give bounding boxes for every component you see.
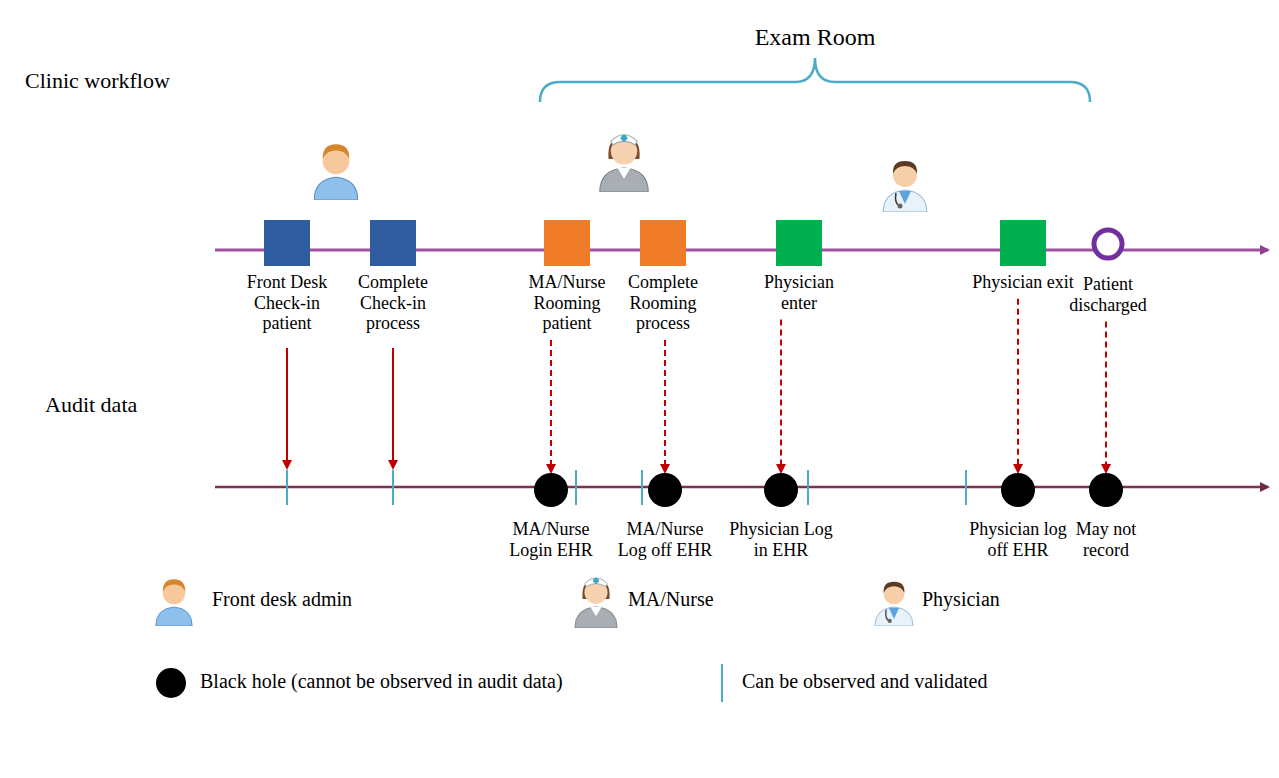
lane-label: Clinic workflow	[25, 68, 170, 94]
legend-text: MA/Nurse	[628, 588, 714, 611]
physician-icon	[883, 161, 927, 212]
step-label: Complete Rooming process	[608, 272, 718, 334]
black-hole-dot	[534, 473, 568, 507]
workflow-step: Complete Check-in process	[338, 220, 448, 334]
exam-room-bracket	[540, 58, 1090, 102]
audit-label: Physician log off EHR	[963, 519, 1073, 560]
audit-label: MA/Nurse Log off EHR	[610, 519, 720, 560]
black-hole-dot	[1089, 473, 1123, 507]
audit-label: MA/Nurse Login EHR	[496, 519, 606, 560]
workflow-step: Patient discharged	[1053, 226, 1163, 315]
step-label: Physician enter	[744, 272, 854, 313]
black-hole-dot	[648, 473, 682, 507]
audit-label: Physician Log in EHR	[726, 519, 836, 560]
dashed-audit-arrow	[1105, 321, 1107, 472]
discharge-ring	[1090, 226, 1126, 262]
audit-label: May not record	[1051, 519, 1161, 560]
audit-arrow	[392, 348, 394, 468]
dashed-audit-arrow	[550, 340, 552, 472]
step-label: Complete Check-in process	[338, 272, 448, 334]
step-square	[544, 220, 590, 266]
legend-text: Black hole (cannot be observed in audit …	[200, 670, 563, 693]
bracket-label: Exam Room	[755, 24, 876, 51]
admin-icon	[156, 579, 192, 626]
nurse-icon	[600, 135, 648, 192]
workflow-step: Front Desk Check-in patient	[232, 220, 342, 334]
step-square	[370, 220, 416, 266]
black-hole-dot	[1001, 473, 1035, 507]
discharge-ring	[1094, 230, 1122, 258]
physician-icon	[875, 582, 913, 626]
step-square	[640, 220, 686, 266]
audit-event: May not record	[1051, 473, 1161, 560]
step-square	[776, 220, 822, 266]
audit-event: MA/Nurse Log off EHR	[610, 473, 720, 560]
audit-event: Physician log off EHR	[963, 473, 1073, 560]
nurse-icon	[575, 578, 617, 628]
step-label: MA/Nurse Rooming patient	[512, 272, 622, 334]
step-square	[1000, 220, 1046, 266]
step-square	[264, 220, 310, 266]
workflow-step: MA/Nurse Rooming patient	[512, 220, 622, 334]
lane-label: Audit data	[45, 392, 137, 418]
workflow-step: Physician exit	[968, 220, 1078, 293]
workflow-step: Physician enter	[744, 220, 854, 313]
admin-icon	[314, 144, 357, 200]
dashed-audit-arrow	[664, 340, 666, 472]
workflow-step: Complete Rooming process	[608, 220, 718, 334]
black-hole-dot	[764, 473, 798, 507]
observable-ticks	[287, 470, 966, 505]
legend-text: Physician	[922, 588, 1000, 611]
step-label: Physician exit	[968, 272, 1078, 293]
legend-swatch	[156, 668, 186, 698]
audit-event: Physician Log in EHR	[726, 473, 836, 560]
dashed-audit-arrow	[1017, 299, 1019, 472]
step-label: Patient discharged	[1053, 274, 1163, 315]
step-label: Front Desk Check-in patient	[232, 272, 342, 334]
dashed-audit-arrow	[780, 319, 782, 472]
audit-arrow	[286, 348, 288, 468]
legend-text: Front desk admin	[212, 588, 352, 611]
observable-sample	[721, 664, 723, 702]
audit-event: MA/Nurse Login EHR	[496, 473, 606, 560]
legend-text: Can be observed and validated	[742, 670, 987, 693]
